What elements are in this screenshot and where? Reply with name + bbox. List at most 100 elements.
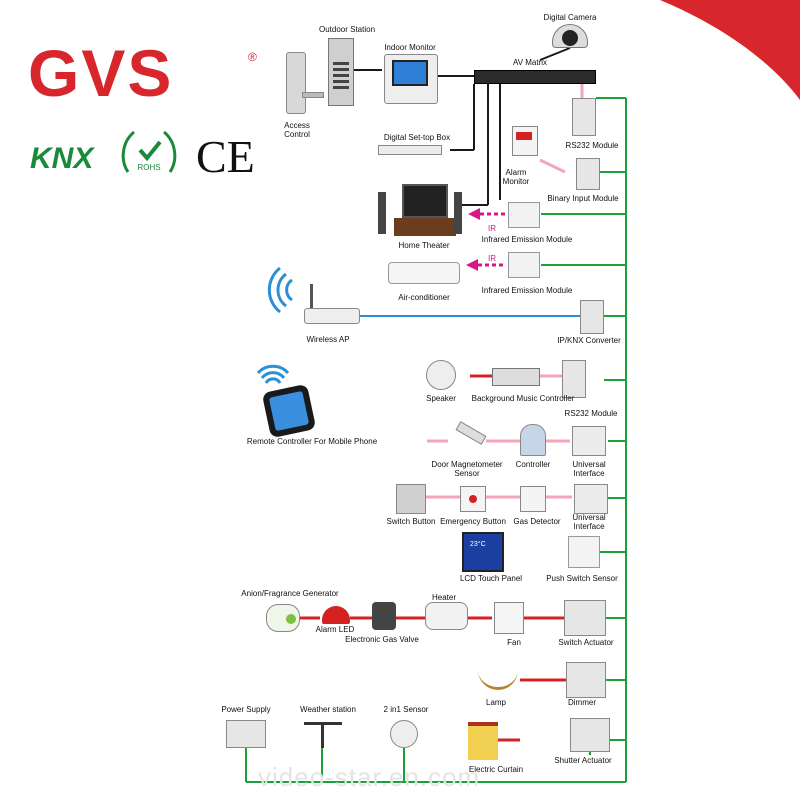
- label-alarm-monitor-2: Monitor: [502, 177, 530, 186]
- wireless-ap: [304, 308, 360, 324]
- emergency-button-red: [469, 495, 477, 503]
- weather-station-pole: [321, 724, 324, 748]
- label-binary-input-module: Binary Input Module: [547, 194, 619, 203]
- label-lamp: Lamp: [485, 698, 507, 707]
- anion-generator-knob: [286, 614, 296, 624]
- home-theater-speaker-left: [378, 192, 386, 234]
- binary-input-module: [576, 158, 600, 190]
- rs232-module-top: [572, 98, 596, 136]
- infrared-emission-module-2: [508, 252, 540, 278]
- chandelier-lamp: [478, 664, 518, 690]
- air-conditioner: [388, 262, 460, 284]
- outdoor-station-keypad: [333, 62, 349, 90]
- phone-wifi-icon: [256, 364, 290, 384]
- label-dimmer: Dimmer: [568, 698, 596, 707]
- label-emergency-button: Emergency Button: [440, 517, 506, 526]
- knx-bus: [245, 97, 627, 783]
- label-fan: Fan: [507, 638, 521, 647]
- label-wireless-ap: Wireless AP: [306, 335, 350, 344]
- av-matrix: [474, 70, 596, 84]
- mobile-phone-screen: [268, 390, 310, 432]
- power-supply: [226, 720, 266, 748]
- label-ip-knx-converter: IP/KNX Converter: [557, 336, 621, 345]
- weather-station: [304, 722, 342, 744]
- label-home-theater: Home Theater: [398, 241, 450, 250]
- label-background-music-controller: Background Music Controller: [471, 394, 575, 403]
- corner-swoosh: [660, 0, 800, 100]
- label-ir-2: IR: [488, 254, 496, 263]
- label-digital-settop-box: Digital Set-top Box: [383, 133, 451, 142]
- label-electric-curtain: Electric Curtain: [468, 765, 524, 774]
- label-rs232-module-mid: RS232 Module: [564, 409, 618, 418]
- label-switch-button: Switch Button: [386, 517, 436, 526]
- controller: [520, 424, 546, 456]
- label-speaker: Speaker: [426, 394, 456, 403]
- label-push-switch-sensor: Push Switch Sensor: [546, 574, 618, 583]
- label-switch-actuator: Switch Actuator: [558, 638, 614, 647]
- gas-detector: [520, 486, 546, 512]
- home-theater-tv: [402, 184, 448, 218]
- alarm-monitor: [512, 126, 538, 156]
- home-theater-cabinet: [394, 218, 456, 236]
- label-heater: Heater: [431, 593, 457, 602]
- push-switch-sensor: [568, 536, 600, 568]
- wireless-ap-antenna: [310, 284, 313, 308]
- rs232-module-mid: [562, 360, 586, 398]
- switch-actuator: [564, 600, 606, 636]
- label-air-conditioner: Air-conditioner: [398, 293, 450, 302]
- rohs-text: ROHS: [137, 163, 160, 172]
- label-infrared-emission-module-1: Infrared Emission Module: [481, 235, 573, 244]
- access-control-lock: [286, 52, 306, 114]
- label-alarm-led: Alarm LED: [315, 625, 355, 634]
- lcd-touch-panel: [462, 532, 504, 572]
- ir-arrows: [478, 212, 506, 267]
- watermark: video-star.en.com: [258, 762, 481, 792]
- ce-mark: CE: [196, 131, 255, 182]
- label-alarm-monitor-1: Alarm: [505, 168, 527, 177]
- ip-knx-converter: [580, 300, 604, 334]
- red-links: [292, 374, 566, 742]
- ceiling-speaker: [426, 360, 456, 390]
- shutter-actuator: [570, 718, 610, 752]
- indoor-monitor-screen: [392, 60, 428, 86]
- label-2in1-sensor: 2 in1 Sensor: [383, 705, 429, 714]
- heater: [425, 602, 468, 630]
- label-shutter-actuator: Shutter Actuator: [554, 756, 612, 765]
- alarm-led: [322, 606, 350, 624]
- infrared-emission-module-1: [508, 202, 540, 228]
- pink-links: [426, 84, 584, 499]
- label-infrared-emission-module-2: Infrared Emission Module: [481, 286, 573, 295]
- label-universal-interface-2b: Interface: [573, 522, 605, 531]
- label-outdoor-station: Outdoor Station: [318, 25, 376, 34]
- label-remote-controller: Remote Controller For Mobile Phone: [246, 437, 378, 446]
- label-access-control-1: Access: [284, 121, 310, 130]
- label-universal-interface-2a: Universal: [572, 513, 606, 522]
- access-control-handle: [302, 92, 324, 98]
- lcd-screen-text: 23°C: [470, 541, 486, 548]
- label-weather-station: Weather station: [300, 705, 356, 714]
- ir-arrowhead-1: [468, 208, 480, 220]
- ir-arrowhead-2: [466, 259, 478, 271]
- av-lines: [350, 47, 571, 206]
- label-universal-interface-1a: Universal: [572, 460, 606, 469]
- electric-curtain: [468, 722, 498, 760]
- label-ir-1: IR: [488, 224, 496, 233]
- label-av-matrix: AV Matrix: [512, 58, 548, 67]
- label-electronic-gas-valve: Electronic Gas Valve: [345, 635, 419, 644]
- label-gas-detector: Gas Detector: [513, 517, 561, 526]
- electronic-gas-valve: [372, 602, 396, 630]
- label-indoor-monitor: Indoor Monitor: [384, 43, 436, 52]
- registered-mark: ®: [248, 50, 257, 64]
- gvs-logo: GVS: [28, 36, 174, 110]
- universal-interface-2: [574, 484, 608, 514]
- label-controller: Controller: [515, 460, 551, 469]
- label-lcd-touch-panel: LCD Touch Panel: [459, 574, 523, 583]
- two-in-one-sensor: [390, 720, 418, 748]
- label-power-supply: Power Supply: [221, 705, 271, 714]
- label-rs232-module-top: RS232 Module: [565, 141, 619, 150]
- digital-camera-lens: [562, 30, 578, 46]
- rohs-logo: ROHS: [121, 130, 177, 173]
- label-anion-generator: Anion/Fragrance Generator: [241, 589, 339, 598]
- wifi-icon: [267, 266, 293, 314]
